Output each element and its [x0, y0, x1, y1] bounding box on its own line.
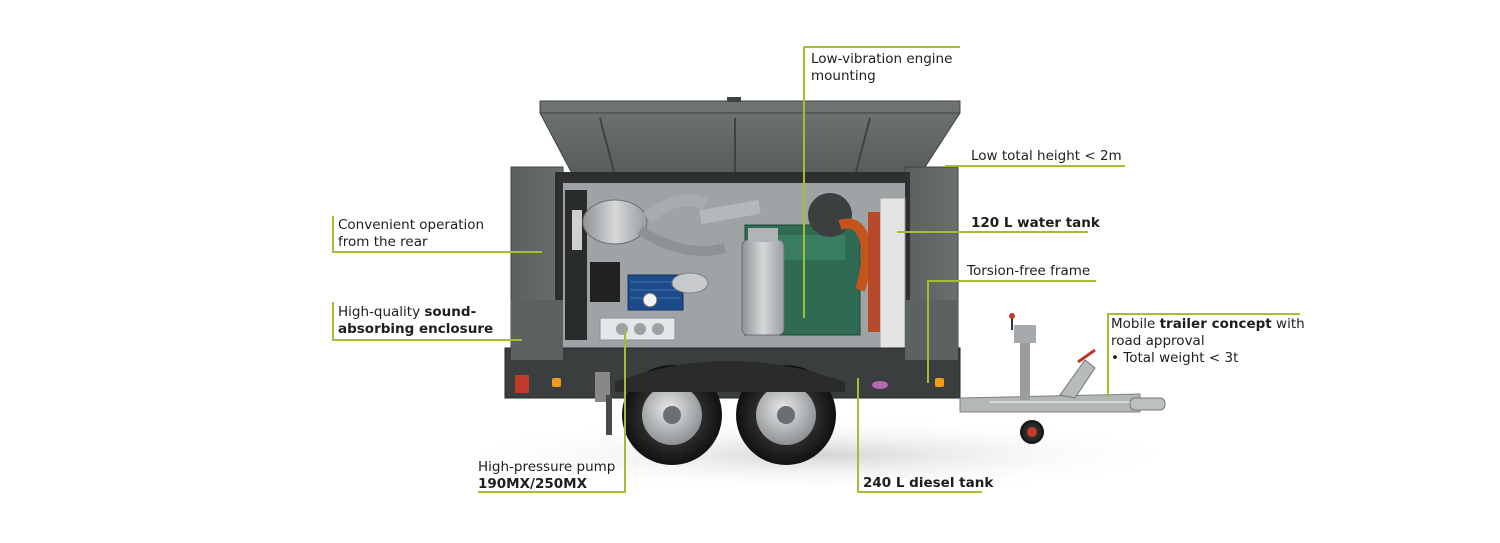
- callout-text: road approval: [1111, 333, 1205, 349]
- callout-low-height: Low total height < 2m: [971, 148, 1122, 165]
- callout-text: • Total weight < 3t: [1111, 350, 1239, 366]
- callout-text: Low-vibration engine: [811, 51, 953, 67]
- callout-text: High-pressure pump: [478, 459, 616, 475]
- callout-rear-operation: Convenient operation from the rear: [338, 217, 484, 251]
- callout-pump: High-pressure pump 190MX/250MX: [478, 459, 615, 493]
- callout-text: 120 L water tank: [971, 215, 1100, 231]
- callout-text: Convenient operation: [338, 217, 485, 233]
- callout-text: Torsion-free frame: [967, 263, 1091, 279]
- callout-water-tank: 120 L water tank: [971, 215, 1100, 232]
- callout-text: mounting: [811, 68, 876, 84]
- callout-text: 190MX/250MX: [478, 476, 587, 492]
- callout-trailer: Mobile trailer concept with road approva…: [1111, 316, 1305, 367]
- callout-enclosure: High-quality sound- absorbing enclosure: [338, 304, 493, 338]
- silencer: [582, 199, 648, 245]
- line-low-vibration: [803, 46, 960, 318]
- line-enclosure: [332, 302, 522, 341]
- line-pump: [478, 330, 626, 493]
- callout-low-vibration: Low-vibration engine mounting: [811, 51, 952, 85]
- callout-text: with: [1271, 316, 1305, 332]
- callout-text: 240 L diesel tank: [863, 475, 994, 491]
- callout-text: High-quality: [338, 304, 425, 320]
- callout-diesel-tank: 240 L diesel tank: [863, 475, 993, 492]
- callout-torsion-frame: Torsion-free frame: [967, 263, 1090, 280]
- line-torsion-frame: [927, 280, 1096, 383]
- callout-text: from the rear: [338, 234, 428, 250]
- line-trailer: [1107, 313, 1300, 397]
- callout-text-bold: trailer concept: [1159, 316, 1272, 332]
- callout-text-bold: sound-: [424, 304, 477, 320]
- callout-text: Low total height < 2m: [971, 148, 1122, 164]
- line-rear-operation: [332, 216, 542, 253]
- line-diesel-tank: [857, 378, 982, 493]
- callout-text-bold: absorbing enclosure: [338, 321, 494, 337]
- callout-text: Mobile: [1111, 316, 1160, 332]
